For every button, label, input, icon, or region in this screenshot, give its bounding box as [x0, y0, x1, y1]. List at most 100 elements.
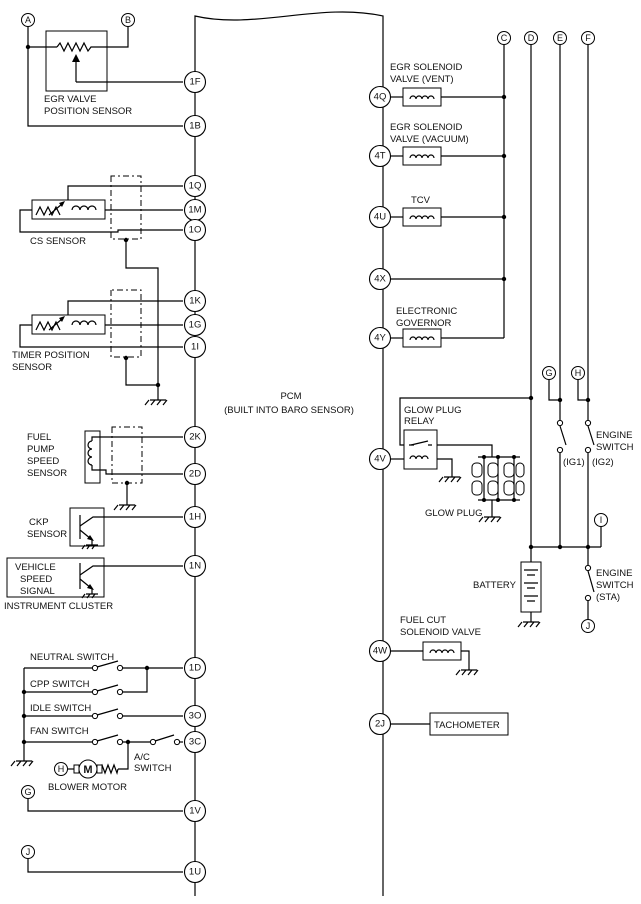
- vss-label-2: SPEED: [20, 574, 52, 585]
- governor-label-2: GOVERNOR: [396, 318, 452, 329]
- pin-4x-line: [391, 276, 507, 282]
- svg-text:G: G: [545, 368, 552, 378]
- svg-text:4Y: 4Y: [374, 333, 386, 344]
- svg-text:1H: 1H: [189, 512, 201, 523]
- fuel-pump-label-1: FUEL: [27, 432, 51, 443]
- egr-vac-label-1: EGR SOLENOID: [390, 122, 462, 133]
- pin-1m: 1M: [183, 198, 207, 222]
- node-g-left: G: [21, 785, 35, 799]
- egr-sensor-label-2: POSITION SENSOR: [44, 106, 132, 117]
- pin-1u: 1U: [183, 860, 207, 884]
- egr-solenoid-vacuum: EGR SOLENOID VALVE (VACUUM): [390, 122, 507, 166]
- glow-plug-relay: GLOW PLUG RELAY: [391, 395, 534, 483]
- pin-4q: 4Q: [368, 85, 392, 109]
- electronic-governor: ELECTRONIC GOVERNOR: [391, 306, 504, 348]
- fuel-pump-label-3: SPEED: [27, 456, 59, 467]
- fuel-cut-label-2: SOLENOID VALVE: [400, 627, 481, 638]
- svg-text:1U: 1U: [189, 867, 201, 878]
- svg-text:4Q: 4Q: [374, 92, 387, 103]
- svg-text:1F: 1F: [189, 77, 200, 88]
- egr-vent-label-2: VALVE (VENT): [390, 74, 454, 85]
- fuel-cut-label-1: FUEL CUT: [400, 615, 446, 626]
- pin-1b: 1B: [183, 114, 207, 138]
- timer-position-sensor: TIMER POSITION SENSOR: [12, 289, 183, 406]
- glow-plug-label: GLOW PLUG: [425, 508, 483, 519]
- svg-text:1N: 1N: [189, 561, 201, 572]
- idle-switch-label: IDLE SWITCH: [30, 703, 91, 714]
- pin-1h: 1H: [183, 505, 207, 529]
- vehicle-speed-signal: VEHICLE SPEED SIGNAL INSTRUMENT CLUSTER: [4, 557, 183, 612]
- pin-1n: 1N: [183, 554, 207, 578]
- egr-sensor-label-1: EGR VALVE: [44, 94, 96, 105]
- pin-3c: 3C: [183, 730, 207, 754]
- svg-text:I: I: [600, 515, 603, 525]
- pin-1d: 1D: [183, 656, 207, 680]
- pcm-subtitle: (BUILT INTO BARO SENSOR): [224, 405, 354, 416]
- vss-label-1: VEHICLE: [15, 562, 56, 573]
- svg-text:B: B: [125, 15, 131, 25]
- pcm-title: PCM: [280, 391, 301, 402]
- svg-text:F: F: [585, 33, 591, 43]
- node-e: E: [553, 31, 567, 45]
- right-pin-column: 4Q 4T 4U 4X 4Y 4V 4W 2J: [368, 85, 392, 736]
- fuel-pump-label-4: SENSOR: [27, 468, 67, 479]
- pin-2k: 2K: [183, 425, 207, 449]
- egr-solenoid-vent: EGR SOLENOID VALVE (VENT): [390, 62, 507, 107]
- svg-text:2J: 2J: [375, 719, 385, 730]
- svg-text:1B: 1B: [189, 121, 201, 132]
- svg-text:1M: 1M: [188, 205, 201, 216]
- instrument-cluster-label: INSTRUMENT CLUSTER: [4, 601, 113, 612]
- svg-text:C: C: [501, 33, 508, 43]
- svg-text:4W: 4W: [373, 646, 387, 657]
- fan-switch-label: FAN SWITCH: [30, 726, 89, 737]
- engine-switch-label-1: ENGINE: [596, 430, 632, 441]
- tachometer[interactable]: TACHOMETER: [391, 712, 509, 736]
- vss-label-3: SIGNAL: [20, 586, 55, 597]
- glow-relay-label-1: GLOW PLUG: [404, 405, 462, 416]
- svg-text:1V: 1V: [189, 806, 201, 817]
- pcm-box: PCM (BUILT INTO BARO SENSOR): [194, 11, 384, 896]
- pin-2j: 2J: [368, 712, 392, 736]
- pin-4w: 4W: [368, 639, 392, 663]
- engine-switch-sta-label-1: ENGINE: [596, 568, 632, 579]
- engine-switch-label-2: SWITCH: [596, 442, 634, 453]
- engine-switch-sta-label-2: SWITCH: [596, 580, 634, 591]
- pin-1q: 1Q: [183, 174, 207, 198]
- pin-2d: 2D: [183, 462, 207, 486]
- node-h-right: H: [571, 366, 585, 380]
- switch-group: NEUTRAL SWITCH CPP SWITCH IDLE SWITCH FA…: [10, 652, 183, 793]
- pin-1g: 1G: [183, 313, 207, 337]
- svg-text:2K: 2K: [189, 432, 201, 443]
- pin-1o: 1O: [183, 218, 207, 242]
- tachometer-label: TACHOMETER: [434, 720, 500, 731]
- egr-vent-label-1: EGR SOLENOID: [390, 62, 462, 73]
- cpp-switch-label: CPP SWITCH: [30, 679, 90, 690]
- glow-plugs: GLOW PLUG: [425, 455, 525, 523]
- svg-text:1D: 1D: [189, 663, 201, 674]
- governor-label-1: ELECTRONIC: [396, 306, 457, 317]
- node-b: B: [121, 13, 135, 27]
- ckp-sensor: CKP SENSOR: [27, 507, 183, 550]
- cs-sensor: CS SENSOR: [19, 175, 183, 385]
- svg-text:J: J: [586, 621, 591, 631]
- cs-sensor-label: CS SENSOR: [30, 236, 86, 247]
- pin-1k: 1K: [183, 289, 207, 313]
- svg-text:4X: 4X: [374, 274, 386, 285]
- svg-text:H: H: [575, 368, 582, 378]
- ac-switch-label-1: A/C: [134, 752, 150, 763]
- engine-switch: G H (IG1) (IG2) ENGINE SWITCH: [542, 366, 634, 547]
- node-c: C: [497, 31, 511, 45]
- ig2-label: (IG2): [592, 457, 614, 468]
- pin-4x: 4X: [368, 267, 392, 291]
- svg-text:1K: 1K: [189, 296, 201, 307]
- ig1-label: (IG1): [563, 457, 585, 468]
- svg-text:4T: 4T: [374, 151, 385, 162]
- pin-1v: 1V: [183, 799, 207, 823]
- ckp-label-2: SENSOR: [27, 529, 67, 540]
- battery-label: BATTERY: [473, 580, 517, 591]
- pin-4y: 4Y: [368, 326, 392, 350]
- pin-1i: 1I: [183, 335, 207, 359]
- blower-motor-label: BLOWER MOTOR: [48, 782, 127, 793]
- node-a: A: [21, 13, 35, 27]
